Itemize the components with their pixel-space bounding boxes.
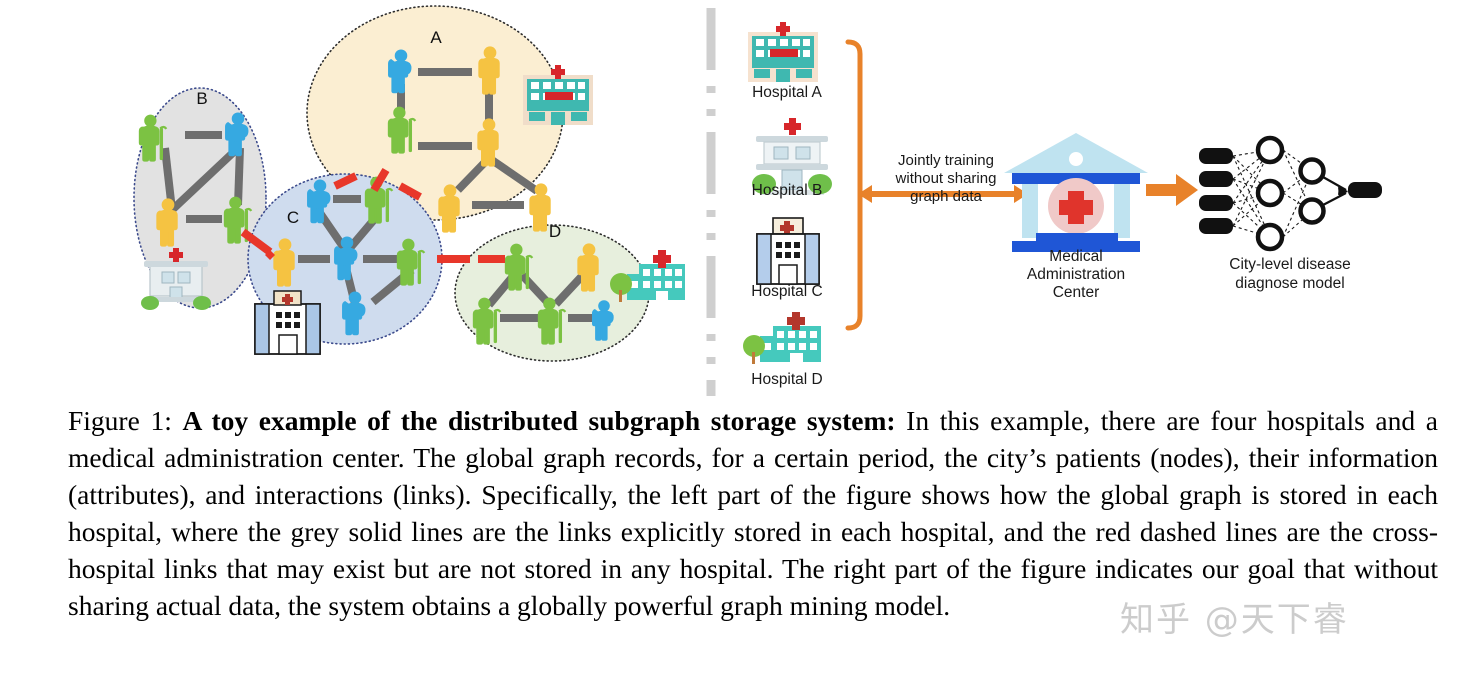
- left-hospital-d-icon: [610, 250, 685, 302]
- caption-bold: A toy example of the distributed subgrap…: [182, 405, 896, 436]
- hospital-a-icon: [748, 22, 818, 82]
- neural-network-icon: [1199, 135, 1382, 252]
- left-hospital-a-icon: [523, 65, 593, 125]
- hospital-c-icon: [756, 217, 820, 285]
- jointly-training-arrow: [858, 185, 1028, 203]
- hospital-d-icon: [743, 312, 821, 364]
- caption-prefix: Figure 1:: [68, 405, 183, 436]
- left-hospital-c-icon: [254, 290, 321, 355]
- cross-hospital-links: [240, 167, 505, 263]
- medical-admin-center-icon: [1004, 133, 1148, 252]
- figure-illustration: A B C D Hospital A Hospital B Hospital C…: [133, 5, 1382, 396]
- cluster-a-links: [397, 68, 540, 209]
- caption-body: In this example, there are four hospital…: [68, 405, 1438, 621]
- figure-svg: [133, 5, 1382, 396]
- cross-link-endpoints: [265, 250, 447, 264]
- figure-caption: Figure 1: A toy example of the distribut…: [68, 403, 1438, 625]
- hospital-group-bracket: [845, 39, 863, 331]
- left-hospital-b-icon: [141, 248, 211, 310]
- hospital-b-icon: [752, 118, 832, 195]
- center-to-model-arrow: [1146, 174, 1198, 206]
